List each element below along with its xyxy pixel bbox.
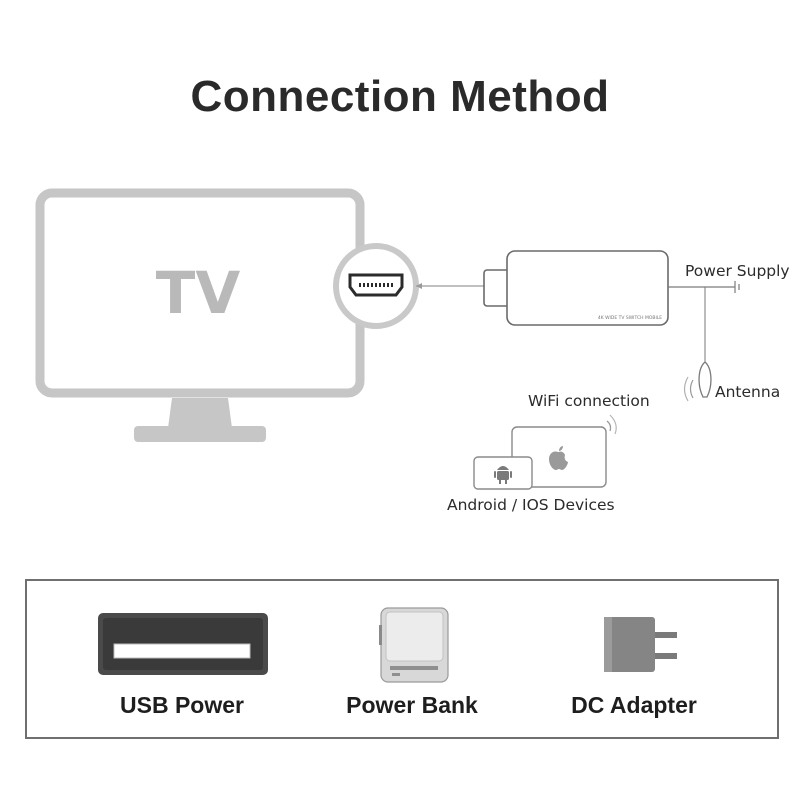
usb-port-icon	[98, 613, 268, 675]
power-option-label-usb: USB Power	[120, 692, 244, 718]
dc-adapter-icon	[604, 617, 677, 672]
dongle-print: 4K WIDE TV SWITCH MOBILE	[598, 315, 662, 321]
tv-label: TV	[156, 259, 241, 327]
dongle-icon	[483, 250, 669, 326]
page-title: Connection Method	[190, 72, 610, 121]
power-option-label-dc: DC Adapter	[571, 692, 697, 718]
power-supply-label: Power Supply	[685, 262, 790, 280]
wifi-label: WiFi connection	[528, 392, 650, 410]
power-option-label-powerbank: Power Bank	[346, 692, 478, 718]
antenna-label: Antenna	[715, 383, 780, 401]
android-logo-icon	[494, 466, 512, 484]
devices-label: Android / IOS Devices	[447, 496, 615, 514]
hdmi-port-icon	[333, 243, 419, 329]
power-bank-icon	[379, 607, 449, 683]
antenna-icon	[683, 361, 712, 402]
apple-logo-icon	[549, 446, 568, 470]
wifi-signal-icon	[606, 414, 617, 435]
